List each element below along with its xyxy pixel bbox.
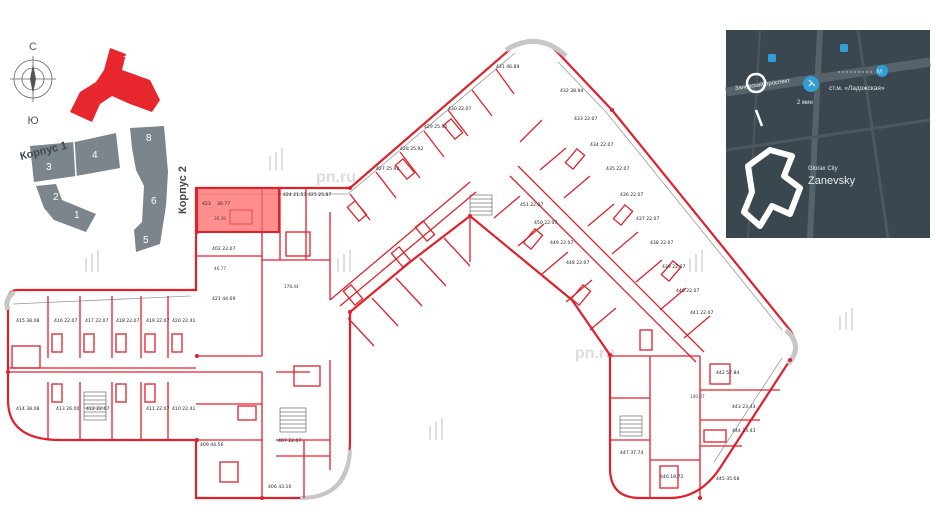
unit-label-443[interactable]: 443 23.43 [732,404,755,410]
unit-label-413[interactable]: 413 26.00 [56,406,79,412]
common-area-b: 140.47 [690,394,705,399]
unit-label-434[interactable]: 434 22.07 [590,142,613,148]
watermark: pn.ru [316,169,356,186]
unit-label-411[interactable]: 411 22.07 [146,406,169,412]
compass: С Ю [10,41,56,127]
compass-south: Ю [27,115,38,127]
unit-label-416[interactable]: 416 22.07 [54,318,77,324]
compass-north: С [29,41,37,53]
map-complex-outline [741,147,803,229]
unit-label-442[interactable]: 442 57.84 [716,370,739,376]
unit-label-419[interactable]: 419 22.07 [146,318,169,324]
unit-label-409[interactable]: 409 44.56 [200,442,223,448]
unit-label-433[interactable]: 433 22.07 [574,116,597,122]
building-6-label: 6 [151,196,157,207]
left-wing-walls [8,296,196,440]
unit-label-406[interactable]: 406 43.10 [268,484,291,490]
unit-label-440[interactable]: 440 22.07 [676,288,699,294]
unit-423-fill [197,188,279,232]
unit-label-418[interactable]: 418 22.07 [116,318,139,324]
unit-label-448[interactable]: 448 22.07 [566,260,589,266]
unit-label-429[interactable]: 429 25.92 [424,124,447,130]
unit-label-437[interactable]: 437 22.07 [636,216,659,222]
building-4-label: 4 [92,150,98,161]
unit-label-414[interactable]: 414 38.08 [16,406,39,412]
common-area-a: 178.44 [284,284,299,289]
unit-label-446[interactable]: 446 18.72 [660,474,683,480]
walk-time: 2 мин [797,100,813,106]
location-pin-icon [745,72,767,127]
building-7-label: 7 [123,55,129,66]
brand-big: Zanevsky [808,175,856,187]
unit-label-447[interactable]: 447 37.74 [620,450,643,456]
building-8-label: 8 [146,133,152,144]
floor-plan [4,38,798,500]
metro-station: ст.м. «Ладожская» [829,85,885,92]
unit-label-430[interactable]: 430 22.07 [448,106,471,112]
unit-label-439[interactable]: 439 22.07 [662,264,685,270]
right-block-walls [610,355,780,498]
unit-label-450[interactable]: 450 22.07 [534,220,557,226]
building-3-label: 3 [46,162,52,173]
unit-label-431[interactable]: 431 46.89 [496,64,519,70]
unit-label-451[interactable]: 451 22.07 [520,202,543,208]
highlighted-unit-423[interactable]: 423 30.77 30.30 [196,187,280,233]
map-avenue [725,57,931,97]
unit-label-438[interactable]: 438 22.07 [650,240,673,246]
unit-label-407[interactable]: 407 22.07 [278,438,301,444]
bus-stop-icon [768,54,776,62]
unit-label-421[interactable]: 421 44.69 [212,296,235,302]
unit-423-area: 30.77 [217,201,230,207]
unit-label-425[interactable]: 425 25.87 [308,192,331,198]
brand-small: Glorax City [808,166,838,172]
building-2-label: 2 [53,192,59,203]
unit-label-402[interactable]: 402 22.07 [212,246,235,252]
unit-label-427[interactable]: 427 25.92 [376,166,399,172]
unit-label-435[interactable]: 435 22.07 [606,166,629,172]
unit-label-410[interactable]: 410 22.41 [172,406,195,412]
unit-label-444[interactable]: 444 23.43 [732,428,755,434]
common-area-c: 46.77 [214,266,226,271]
compass-needle-icon [30,64,36,94]
bus-stop-2-icon [840,44,848,52]
building-1-label: 1 [74,210,80,221]
stairs-icon [83,194,643,437]
unit-423-inner-area: 30.30 [214,216,226,221]
unit-label-436[interactable]: 436 22.07 [620,192,643,198]
location-map: Заневский проспект 2 мин M ст.м. «Ладожс… [725,29,931,239]
central-block-walls [196,188,331,498]
korpus-2-label: Корпус 2 [177,166,189,214]
unit-label-441[interactable]: 441 22.07 [690,310,713,316]
diagonal-wing-2-walls [493,119,711,363]
building-8-6-5[interactable] [130,126,168,252]
unit-label-417[interactable]: 417 22.07 [85,318,108,324]
unit-423-id: 423 [202,201,211,207]
building-2-1[interactable] [36,184,96,232]
metro-icon [876,65,888,77]
watermark-icon [85,148,853,440]
unit-label-415[interactable]: 415 38.08 [16,318,39,324]
building-7[interactable] [70,48,160,122]
unit-label-428[interactable]: 428 25.92 [400,146,423,152]
unit-label-445[interactable]: 445 35.68 [716,476,739,482]
unit-label-424[interactable]: 424 21.53 [283,192,306,198]
unit-label-449[interactable]: 449 22.07 [550,240,573,246]
unit-label-432[interactable]: 432 38.94 [560,88,583,94]
site-plan: 7 3 4 2 1 8 6 5 Корпус 1 Корпус 2 [19,48,189,252]
building-5-label: 5 [143,235,149,246]
unit-label-412[interactable]: 412 22.07 [86,406,109,412]
unit-label-420[interactable]: 420 22.41 [172,318,195,324]
svg-text:M: M [877,70,882,76]
common-area-labels: 178.44 140.47 46.77 [214,266,705,399]
diagonal-wing-1-walls [329,68,515,347]
